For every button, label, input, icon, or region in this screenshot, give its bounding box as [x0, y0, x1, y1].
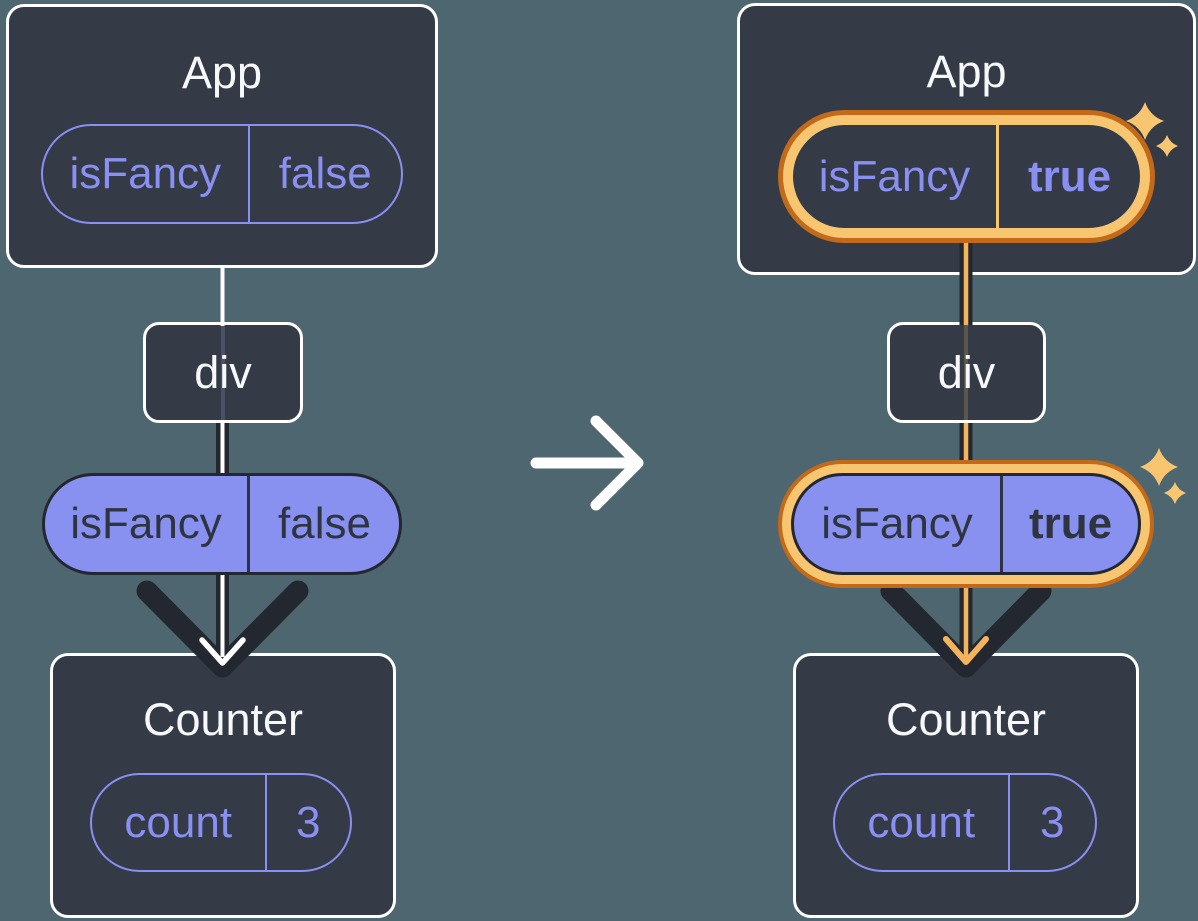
- state-name: isFancy: [793, 125, 999, 228]
- state-name: isFancy: [43, 126, 250, 222]
- prop-value: true: [1028, 499, 1113, 548]
- div-label: div: [937, 346, 996, 398]
- prop-pill-right-highlighted: isFancy true: [791, 473, 1141, 575]
- app-state-pill-right-highlighted: isFancy true: [793, 125, 1140, 228]
- app-title: App: [926, 46, 1007, 97]
- transition-right-arrow-icon: [530, 415, 644, 511]
- sparkle-icon: [1140, 448, 1178, 486]
- state-flow-line-through-div: [964, 325, 968, 420]
- counter-component-box-left: Counter: [50, 653, 396, 918]
- state-value: true: [1027, 151, 1112, 201]
- div-label: div: [194, 346, 252, 398]
- div-component-box-left: div: [143, 322, 303, 423]
- app-title: App: [181, 47, 263, 98]
- counter-title: Counter: [885, 694, 1047, 745]
- counter-state-pill-right: count 3: [833, 773, 1097, 872]
- counter-title: Counter: [142, 694, 304, 745]
- prop-name: isFancy: [45, 476, 250, 572]
- prop-pill-left: isFancy false: [42, 473, 402, 575]
- sparkle-icon: [1164, 482, 1186, 504]
- app-state-pill-left: isFancy false: [41, 124, 403, 224]
- state-name: count: [835, 775, 1010, 870]
- state-value: 3: [1040, 797, 1065, 847]
- prop-name: isFancy: [794, 476, 1003, 572]
- state-flow-line-through-div: [221, 325, 225, 420]
- prop-value: false: [278, 499, 371, 548]
- state-value: false: [278, 149, 372, 198]
- counter-state-pill-left: count 3: [90, 773, 352, 872]
- state-name: count: [92, 775, 267, 870]
- div-component-box-right: div: [887, 322, 1046, 423]
- state-value: 3: [296, 797, 321, 847]
